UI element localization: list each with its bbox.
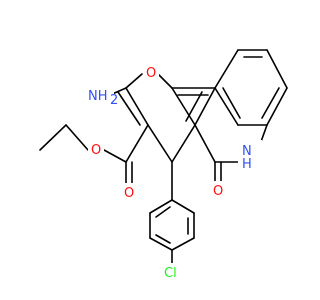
bond-benzo-6	[214, 87, 239, 126]
bond-ester-2	[103, 149, 127, 163]
chemical-structure-drawing: NH 2 O O O O N H	[39, 49, 288, 281]
lactam-oxygen-label: O	[210, 181, 226, 199]
bond-pyran-7	[171, 87, 196, 126]
lactam-oxygen-text: O	[213, 184, 223, 199]
ring-oxygen-text: O	[146, 66, 156, 81]
bond-ester-1	[125, 124, 149, 163]
chlorine-label: Cl	[162, 263, 184, 281]
bond-aryl-inner-3	[155, 206, 171, 218]
bond-benzo-4	[266, 87, 288, 126]
bond-ethyl-2	[39, 124, 67, 151]
lactam-nh-label: N H	[238, 140, 262, 172]
amino-subscript: 2	[110, 93, 118, 108]
ester-carbonyl-oxygen-text: O	[124, 186, 134, 201]
amino-label: NH	[88, 89, 108, 104]
ester-carbonyl-oxygen-label: O	[121, 183, 137, 201]
lactam-h-text: H	[242, 157, 252, 172]
amino-group-label: NH 2	[84, 86, 118, 108]
atom-labels: NH 2 O O O O N H	[84, 63, 262, 281]
bond-pyridinone-3	[194, 124, 216, 163]
ester-ether-oxygen-text: O	[91, 143, 101, 158]
chlorine-text: Cl	[164, 266, 177, 281]
ester-ether-oxygen-label: O	[88, 140, 104, 158]
bond-aryl-1	[171, 199, 195, 214]
bond-pyran-2	[147, 124, 173, 163]
bond-aryl-4	[149, 237, 173, 251]
bond-pyran-5	[125, 73, 143, 89]
bond-pyridinone-1	[194, 87, 216, 126]
bond-benzo-1	[214, 49, 239, 89]
bond-benzo-3	[266, 49, 288, 89]
bond-lines	[39, 49, 288, 267]
bond-pyran-6	[157, 73, 173, 89]
bond-aryl-3	[171, 237, 195, 251]
bond-pyran-1	[171, 124, 196, 163]
lactam-n-text: N	[242, 144, 252, 159]
bond-benzo-inner-3	[222, 87, 241, 119]
bond-ethyl-1	[65, 124, 89, 151]
bond-pyran-3	[125, 87, 149, 126]
bond-aryl-inner-2	[155, 234, 171, 244]
bond-benzo-inner-2	[261, 87, 280, 119]
bond-aryl-6	[149, 199, 173, 214]
bond-pyran-4	[117, 91, 141, 126]
ring-oxygen-label: O	[143, 63, 159, 81]
